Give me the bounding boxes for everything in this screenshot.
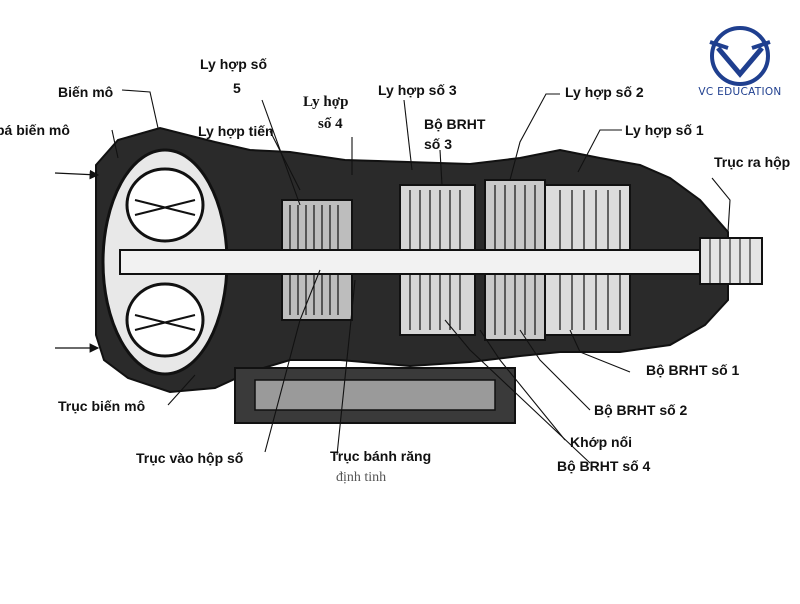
label-ly-hop-so-1: Ly hợp số 1 [625, 122, 704, 138]
label-ly-hop-tien: Ly hợp tiến [198, 123, 274, 139]
label-truc-bien-mo: Trục biến mô [58, 398, 146, 414]
label-dinh-tinh: định tinh [336, 470, 387, 485]
label-bien-mo: Biến mô [58, 84, 114, 100]
leader-lines [111, 89, 731, 464]
label-ly-hop-so-5-line2: 5 [233, 80, 241, 96]
label-bo-brht-so-2: Bộ BRHT số 2 [594, 402, 688, 418]
label-ly-hop-so-3: Ly hợp số 3 [378, 82, 457, 98]
label-ly-hop-so-4-line1: Ly hợp [303, 94, 349, 110]
label-pa-bien-mo: pá biến mô [0, 122, 70, 138]
label-bo-brht-so-1: Bộ BRHT số 1 [646, 362, 740, 378]
brand-name: VC EDUCATION [698, 86, 782, 98]
vc-education-logo-icon [709, 26, 771, 86]
label-ly-hop-so-4-line2: số 4 [318, 116, 343, 132]
label-bo-brht-so-4: Bộ BRHT số 4 [557, 458, 651, 474]
label-truc-banh-rang: Trục bánh răng [330, 448, 432, 464]
label-bo-brht-so-3-line1: Bộ BRHT [424, 116, 486, 132]
output-shaft [699, 237, 763, 285]
main-shaft [119, 249, 731, 275]
label-khop-noi: Khớp nối [570, 434, 633, 450]
label-ly-hop-so-2: Ly hợp số 2 [565, 84, 644, 100]
label-truc-vao-hop-so: Trục vào hộp số [136, 450, 244, 466]
label-truc-ra-hop: Trục ra hộp [714, 154, 791, 170]
label-ly-hop-so-5-line1: Ly hợp số [200, 56, 267, 72]
label-bo-brht-so-3-line2: số 3 [424, 136, 453, 152]
